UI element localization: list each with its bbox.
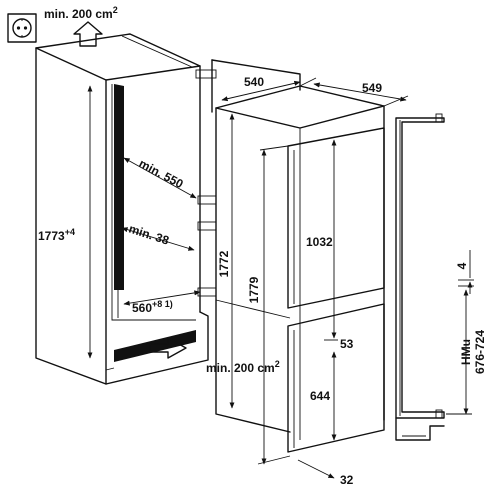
fridge-door-1032-label: 1032: [306, 235, 333, 249]
width-540-label: 540: [244, 75, 264, 89]
vent-bottom-arrow-icon: [149, 337, 187, 359]
height-1773-label: 1773+4: [38, 227, 75, 243]
height-1779-label: 1779: [247, 276, 261, 303]
height-1772-label: 1772: [217, 250, 231, 277]
door-hinges: [195, 69, 217, 297]
side-profile: [395, 113, 445, 441]
dimension-lines: [87, 77, 474, 479]
freezer-door-644-label: 644: [310, 389, 330, 403]
min-38-label: min. 38: [127, 222, 171, 248]
fridge-door: [287, 127, 385, 309]
vent-top-arrow-icon: [73, 21, 103, 47]
gap-4-label: 4: [455, 262, 469, 269]
power-socket-icon: [7, 13, 37, 43]
appliance-body: [215, 85, 385, 440]
offset-32-label: 32: [340, 473, 354, 487]
min-550-label: min. 550: [137, 156, 186, 191]
vent-bottom-label: min. 200 cm2: [206, 359, 280, 375]
width-560-label: 560+8 1): [132, 299, 173, 315]
freezer-door: [287, 303, 385, 453]
depth-549-label: 549: [362, 81, 382, 95]
vent-top-label: min. 200 cm2: [44, 5, 118, 21]
hmu-label: HMu: [459, 339, 473, 365]
hmu-range-label: 676-724: [473, 330, 487, 374]
cabinet-niche: [35, 33, 209, 385]
gap-53-label: 53: [340, 337, 354, 351]
